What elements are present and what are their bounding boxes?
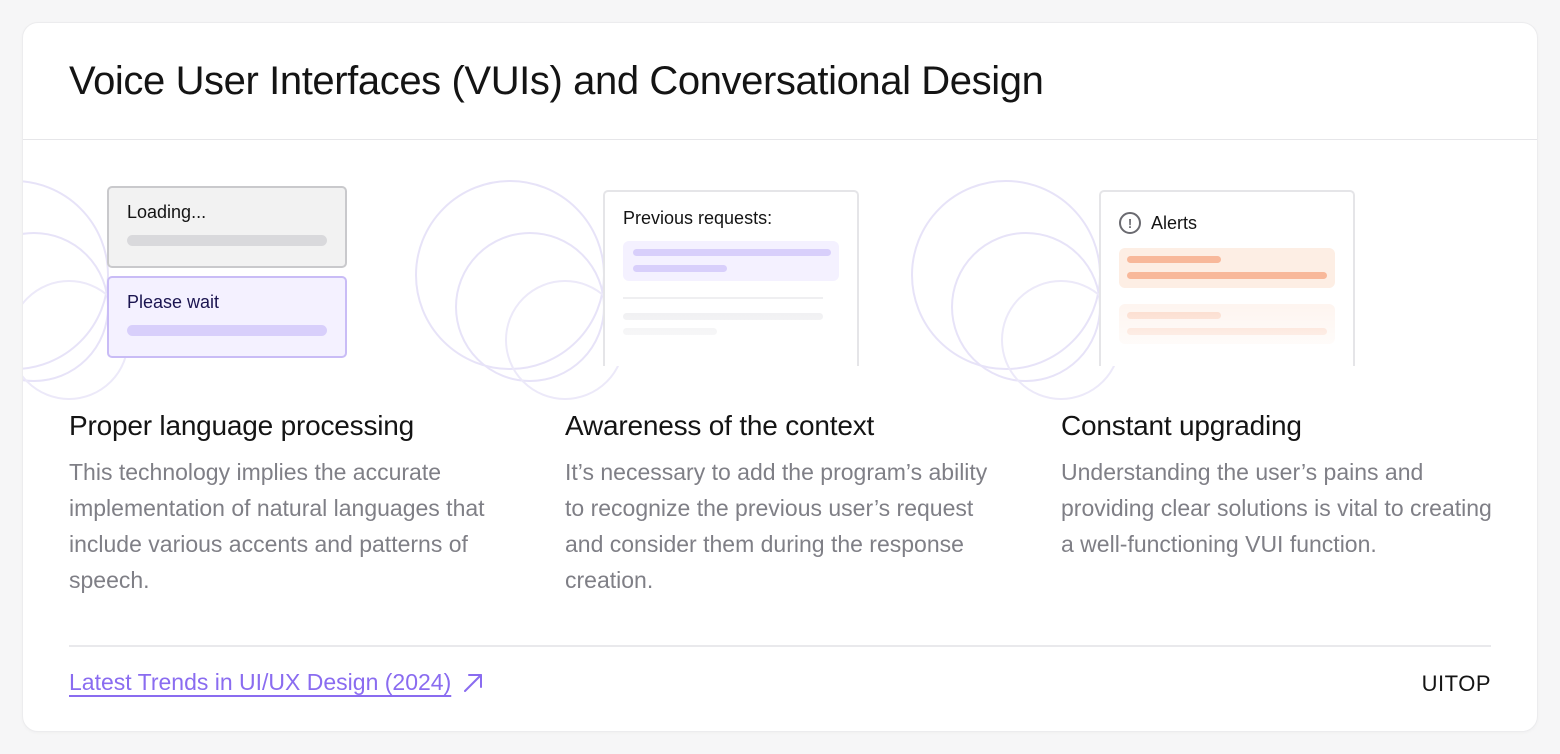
- illustration-loading: Loading... Please wait: [23, 180, 369, 400]
- illustration-alerts: ! Alerts: [911, 180, 1361, 400]
- feature-context-awareness: Previous requests: Awareness of the cont…: [415, 140, 1005, 598]
- brand-name: UITOP: [1421, 671, 1491, 696]
- requests-panel: Previous requests:: [603, 190, 859, 366]
- feature-language-processing: Loading... Please wait Proper language p…: [23, 140, 509, 598]
- alert-bar: [1127, 256, 1221, 263]
- article-card: Voice User Interfaces (VUIs) and Convers…: [22, 22, 1538, 732]
- fade-overlay: [605, 306, 857, 366]
- feature-constant-upgrading: ! Alerts Constant upgrading Understandin…: [911, 140, 1501, 562]
- requests-label: Previous requests:: [623, 208, 773, 228]
- alerts-panel: ! Alerts: [1099, 190, 1355, 366]
- alerts-label: Alerts: [1151, 212, 1198, 233]
- wait-bar: [127, 325, 327, 336]
- alert-bar: [1127, 272, 1327, 279]
- feature-title: Proper language processing: [69, 410, 415, 441]
- feature-description: This technology implies the accurate imp…: [69, 459, 485, 593]
- footer-divider: [69, 645, 1491, 647]
- feature-description: It’s necessary to add the program’s abil…: [565, 459, 988, 593]
- loading-label: Loading...: [127, 202, 207, 222]
- fade-overlay: [1101, 306, 1353, 366]
- alert-circle-icon: !: [1119, 212, 1141, 234]
- card-header: Voice User Interfaces (VUIs) and Convers…: [23, 23, 1537, 140]
- request-bar: [633, 249, 831, 256]
- latest-trends-link[interactable]: Latest Trends in UI/UX Design (2024): [69, 669, 485, 696]
- latest-trends-link-label: Latest Trends in UI/UX Design (2024): [69, 669, 452, 695]
- illustration-previous-requests: Previous requests:: [415, 180, 865, 400]
- loading-box: Loading...: [107, 186, 347, 268]
- alerts-header: ! Alerts: [1119, 212, 1335, 234]
- please-wait-label: Please wait: [127, 292, 220, 312]
- feature-description: Understanding the user’s pains and provi…: [1061, 459, 1492, 557]
- card-title: Voice User Interfaces (VUIs) and Convers…: [69, 58, 1044, 103]
- arrow-up-right-icon: [464, 673, 483, 692]
- divider: [623, 297, 823, 299]
- feature-title: Awareness of the context: [565, 410, 875, 441]
- request-bar: [633, 265, 727, 272]
- request-item: [623, 241, 839, 281]
- feature-title: Constant upgrading: [1061, 410, 1302, 441]
- please-wait-box: Please wait: [107, 276, 347, 358]
- loading-bar: [127, 235, 327, 246]
- features-row: Loading... Please wait Proper language p…: [23, 140, 1492, 620]
- alert-item: [1119, 248, 1335, 288]
